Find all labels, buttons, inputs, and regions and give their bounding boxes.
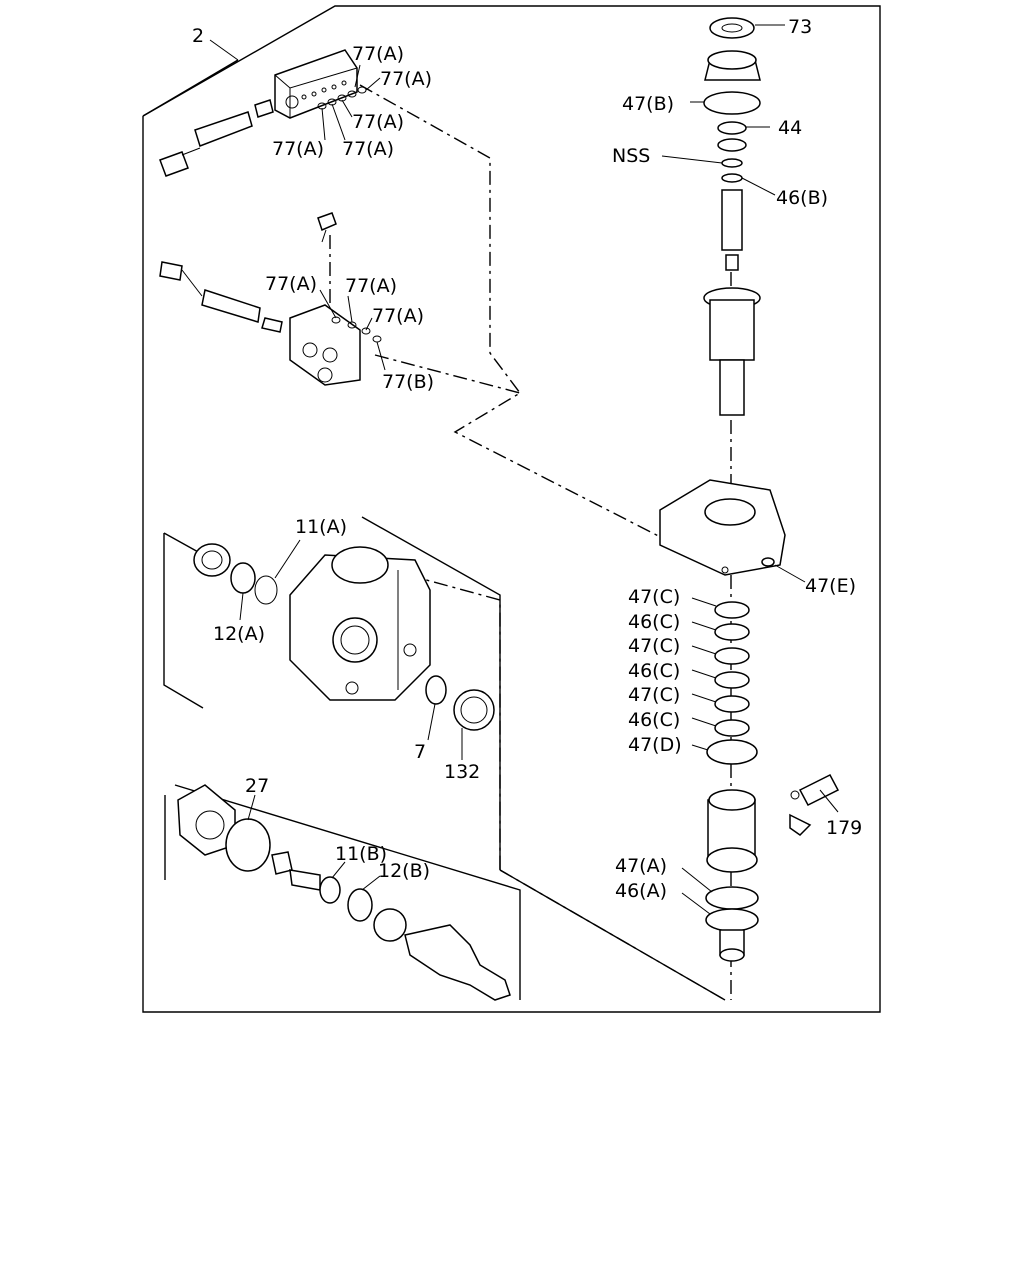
label-77a-5: 77(A) [342,138,394,160]
label-46b: 46(B) [776,187,828,209]
label-12a: 12(A) [213,623,265,645]
label-77a-3: 77(A) [352,111,404,133]
label-132: 132 [444,761,480,783]
leader-lines [209,24,839,915]
label-12b: 12(B) [378,860,430,882]
oring-47b [703,91,761,115]
rack-piston-housing [659,479,786,576]
label-179: 179 [826,817,862,839]
part-labels: 2 77(A) 77(A) 77(A) 77(A) 77(A) 77(A) 77… [192,16,862,902]
seal-46b [721,158,743,271]
label-11a: 11(A) [295,516,347,538]
label-77a-8: 77(A) [372,305,424,327]
label-7: 7 [414,741,426,763]
label-47c-2: 47(C) [628,635,680,657]
label-47a: 47(A) [615,855,667,877]
bolt-179 [789,774,840,836]
label-nss: NSS [612,145,650,167]
worm-shaft-valve [703,287,761,416]
label-46a: 46(A) [615,880,667,902]
bearing-11a [193,543,231,577]
label-77a-4: 77(A) [272,138,324,160]
cap-73 [704,17,761,81]
washer-47e [761,557,775,567]
sector-shaft [271,851,511,1001]
oring-7-seal-132 [425,675,495,731]
label-27: 27 [245,775,269,797]
label-11b: 11(B) [335,843,387,865]
valve-block-upper [159,49,367,177]
label-46c-1: 46(C) [628,611,680,633]
label-47c-3: 47(C) [628,684,680,706]
gear-housing [289,546,431,701]
valve-block-lower [159,212,382,386]
bearing-44 [717,121,747,152]
cover-27 [177,784,271,872]
label-2: 2 [192,25,204,47]
label-47d: 47(D) [628,734,682,756]
label-47e: 47(E) [805,575,856,597]
seal-12a [230,562,278,605]
label-44: 44 [778,117,802,139]
label-77a-2: 77(A) [380,68,432,90]
oring-47a-seal-46a [705,886,759,962]
label-73: 73 [788,16,812,38]
label-47b: 47(B) [622,93,674,115]
oring-stack-47c-46c-47d [706,601,758,765]
label-46c-3: 46(C) [628,709,680,731]
diagram-frame [142,5,881,1013]
label-77a-6: 77(A) [265,273,317,295]
rack-piston [706,789,758,873]
label-77a-1: 77(A) [352,43,404,65]
group-brackets [142,59,726,1001]
label-46c-2: 46(C) [628,660,680,682]
label-77a-7: 77(A) [345,275,397,297]
label-47c-1: 47(C) [628,586,680,608]
label-77b: 77(B) [382,371,434,393]
